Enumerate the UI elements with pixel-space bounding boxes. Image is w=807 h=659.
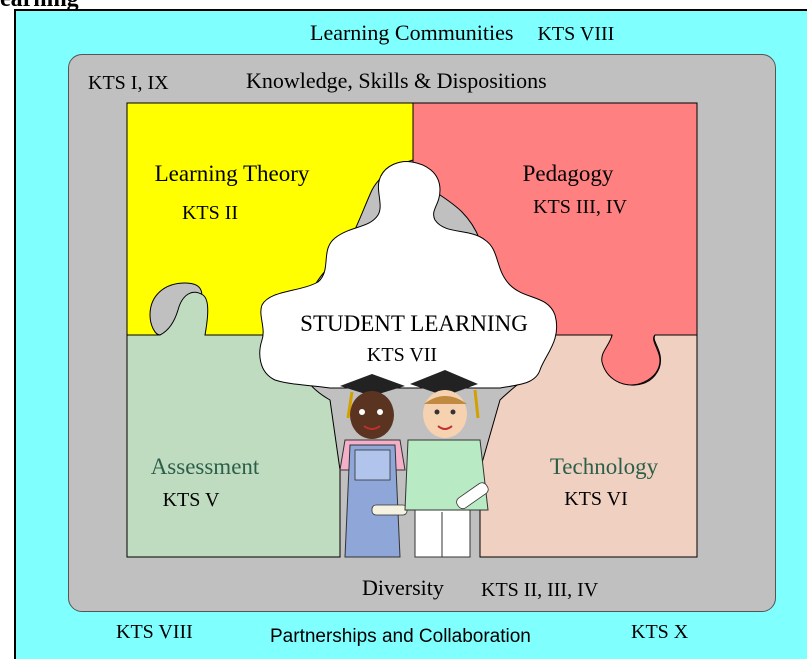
learning-communities-label: Learning Communities (310, 20, 514, 45)
learning-theory-label: Learning Theory (155, 161, 310, 186)
learning-theory-kts: KTS II (182, 202, 238, 224)
technology-label: Technology (550, 454, 659, 479)
knowledge-kts: KTS I, IX (88, 72, 169, 94)
learning-communities-title: Learning Communities KTS VIII (310, 20, 614, 46)
assessment-label: Assessment (151, 454, 260, 479)
student-learning-piece (259, 161, 558, 389)
pedagogy-label: Pedagogy (523, 161, 614, 186)
pedagogy-kts: KTS III, IV (533, 196, 627, 218)
knowledge-title: Knowledge, Skills & Dispositions (246, 68, 547, 93)
students-clipart (339, 370, 489, 558)
student-learning-kts: KTS VII (367, 344, 437, 366)
learning-communities-kts: KTS VIII (537, 23, 615, 45)
partnerships-kts-left: KTS VIII (116, 621, 193, 643)
diversity-kts: KTS II, III, IV (481, 579, 599, 601)
student-learning-label: STUDENT LEARNING (300, 311, 528, 336)
assessment-kts: KTS V (163, 489, 220, 511)
diversity-label: Diversity (362, 575, 444, 600)
partnerships-kts-right: KTS X (631, 621, 689, 643)
partnerships-label: Partnerships and Collaboration (270, 626, 531, 647)
technology-kts: KTS VI (564, 488, 628, 510)
technology-piece (479, 334, 698, 558)
